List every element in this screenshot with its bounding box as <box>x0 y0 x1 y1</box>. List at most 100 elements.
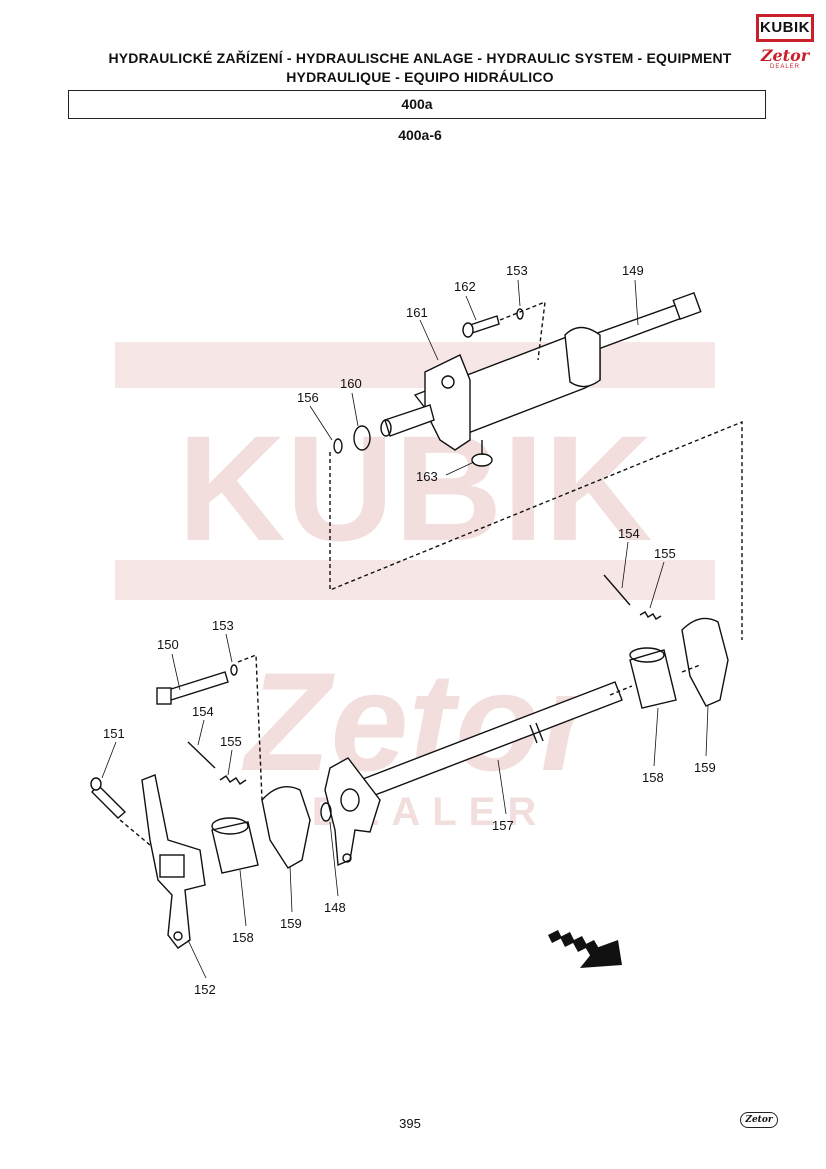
part-152-hub <box>159 854 185 878</box>
arrow-dash-1 <box>548 930 562 943</box>
part-label-150: 150 <box>157 637 179 652</box>
part-157-hub <box>340 788 360 812</box>
page-title-line1: HYDRAULICKÉ ZAŘÍZENÍ - HYDRAULISCHE ANLA… <box>108 50 732 66</box>
leader-154-upper <box>621 541 629 589</box>
watermark-kubik: KUBIK <box>178 404 653 572</box>
part-162-bolt-head <box>462 322 474 338</box>
direction-arrow-icon <box>548 930 622 968</box>
stub-shaft <box>384 404 435 437</box>
part-label-154-upper: 154 <box>618 526 640 541</box>
part-160-ring <box>353 425 371 451</box>
part-158-bushing-upper <box>629 649 677 709</box>
part-158-bushing-lower-rim <box>211 817 249 835</box>
leader-149 <box>634 279 639 326</box>
part-label-153-lower: 153 <box>212 618 234 633</box>
part-label-159-lower: 159 <box>280 916 302 931</box>
zetor-logo-text: Zetor <box>760 46 810 65</box>
part-157-lever-hole <box>342 853 352 863</box>
part-label-161: 161 <box>406 305 428 320</box>
page-title-line2: HYDRAULIQUE - EQUIPO HIDRÁULICO <box>286 69 554 85</box>
part-label-153-upper: 153 <box>506 263 528 278</box>
section-box: 400a <box>68 90 766 119</box>
leader-153-upper <box>517 279 521 307</box>
part-158-bushing-lower <box>211 821 259 874</box>
part-label-159-upper: 159 <box>694 760 716 775</box>
part-label-148: 148 <box>324 900 346 915</box>
watermark: KUBIK Zetor DEALER <box>115 342 715 834</box>
part-161-hole <box>441 375 455 389</box>
watermark-band-top <box>115 342 715 388</box>
leader-161 <box>419 319 439 361</box>
leader-155-upper <box>649 561 665 609</box>
part-153-washer-lower <box>230 664 238 676</box>
arrow-dash-2 <box>560 932 575 947</box>
leader-158-upper <box>653 707 659 767</box>
leader-158-lower <box>239 869 247 927</box>
part-label-155-upper: 155 <box>654 546 676 561</box>
part-154-pin-lower <box>187 741 216 769</box>
label-leaders <box>101 279 709 979</box>
part-label-160: 160 <box>340 376 362 391</box>
part-157-lever <box>324 757 381 867</box>
dealer-logo-text: DEALER <box>769 64 800 70</box>
arrow-head <box>580 940 622 968</box>
part-label-163: 163 <box>416 469 438 484</box>
part-label-149: 149 <box>622 263 644 278</box>
leader-148 <box>329 821 339 897</box>
lower-shaft-assembly <box>90 574 729 949</box>
leader-159-lower <box>289 865 293 913</box>
part-155-spring-upper <box>639 611 662 620</box>
kubik-logo-text: KUBIK <box>760 19 810 36</box>
part-157-groove <box>529 724 538 744</box>
part-163-nipple <box>471 453 493 467</box>
part-label-152: 152 <box>194 982 216 997</box>
part-label-151: 151 <box>103 726 125 741</box>
dashed-guide-4 <box>119 819 151 846</box>
leader-156 <box>309 405 333 441</box>
leader-162 <box>465 295 477 321</box>
arrow-dash-3 <box>572 936 588 952</box>
part-152-hole <box>173 931 183 941</box>
subsection-id: 400a-6 <box>398 127 442 143</box>
leader-154-lower <box>197 719 205 746</box>
part-label-157: 157 <box>492 818 514 833</box>
part-label-158-lower: 158 <box>232 930 254 945</box>
stub-shaft-end <box>380 419 392 437</box>
part-label-154-lower: 154 <box>192 704 214 719</box>
part-158-bushing-upper-rim <box>629 647 665 663</box>
dashed-guide-5 <box>609 685 633 696</box>
housing-end-cap <box>564 326 601 388</box>
leader-155-lower <box>227 749 233 776</box>
leader-157 <box>497 759 507 815</box>
kubik-logo-box: KUBIK <box>756 14 814 42</box>
part-150-bolt-head <box>156 687 172 705</box>
leader-159-upper <box>705 705 709 757</box>
part-162-bolt <box>469 315 500 334</box>
leader-163 <box>445 461 475 476</box>
dashed-guide-6 <box>681 664 701 673</box>
leader-150 <box>171 653 181 691</box>
leader-151 <box>101 741 117 779</box>
part-label-158-upper: 158 <box>642 770 664 785</box>
watermark-band-bottom <box>115 560 715 600</box>
leader-152 <box>187 939 207 979</box>
part-155-spring-lower <box>219 775 247 785</box>
upper-shaft-assembly <box>329 291 743 640</box>
part-151-bolt-head <box>90 777 102 791</box>
part-154-pin-upper <box>603 574 631 606</box>
part-159-clamp-upper <box>681 617 729 707</box>
footer-zetor-logo: Zetor <box>740 1112 778 1128</box>
dashed-guide-1 <box>499 300 546 361</box>
part-labels: 162 153 149 161 160 156 163 154 155 150 … <box>103 263 716 997</box>
part-149-hex-end <box>672 291 702 321</box>
part-159-clamp-lower <box>261 786 311 869</box>
part-label-156: 156 <box>297 390 319 405</box>
leader-160 <box>351 392 359 427</box>
part-156-washer <box>333 438 343 454</box>
kubik-zetor-logo: KUBIK Zetor DEALER <box>756 14 814 70</box>
part-148-ring <box>320 802 332 822</box>
dashed-guide-2 <box>329 420 743 640</box>
part-label-155-lower: 155 <box>220 734 242 749</box>
leader-153-lower <box>225 633 233 663</box>
